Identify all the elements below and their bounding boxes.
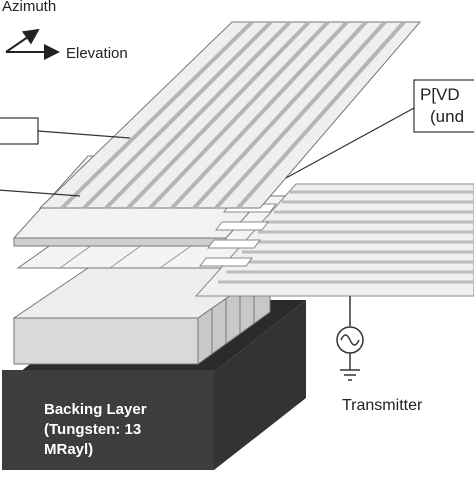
top-striped-layer bbox=[38, 20, 422, 210]
transmitter-label: Transmitter bbox=[342, 397, 423, 414]
transmitter-symbol bbox=[336, 296, 364, 381]
sine-wave-icon bbox=[340, 334, 360, 346]
azimuth-arrow bbox=[5, 28, 40, 53]
piezo-elements bbox=[12, 267, 272, 365]
lower-left-leader bbox=[0, 189, 81, 197]
elevation-label: Elevation bbox=[66, 45, 128, 62]
backing-label-line1: Backing Layer bbox=[44, 401, 147, 418]
callouts bbox=[0, 79, 474, 197]
top-layer-stripes bbox=[60, 20, 406, 210]
pvdf-callout-leader bbox=[285, 107, 415, 179]
pvdf-label: P[VD (und bbox=[420, 84, 464, 128]
elements-front-face bbox=[13, 317, 199, 365]
left-connector-tabs bbox=[199, 203, 277, 267]
azimuth-label: Azimuth bbox=[2, 0, 57, 15]
pvdf-label-line2: (und bbox=[430, 107, 465, 126]
backing-layer-label: Backing Layer (Tungsten: 13 MRayl) bbox=[44, 400, 164, 460]
pvdf-callout-box bbox=[413, 79, 474, 133]
axis-arrows bbox=[5, 28, 60, 60]
backing-label-line3: MRayl) bbox=[44, 441, 94, 458]
left-callout-box bbox=[0, 117, 39, 145]
middle-layer-edge bbox=[13, 237, 227, 247]
pvdf-label-line1: P[VD bbox=[420, 85, 460, 104]
backing-label-line2: (Tungsten: 13 bbox=[44, 421, 142, 438]
backing-side-face bbox=[214, 300, 306, 470]
right-layer-stripes bbox=[218, 190, 474, 284]
left-callout-leader bbox=[37, 130, 131, 139]
right-striped-layer bbox=[194, 183, 474, 297]
backing-front-face bbox=[2, 370, 214, 470]
